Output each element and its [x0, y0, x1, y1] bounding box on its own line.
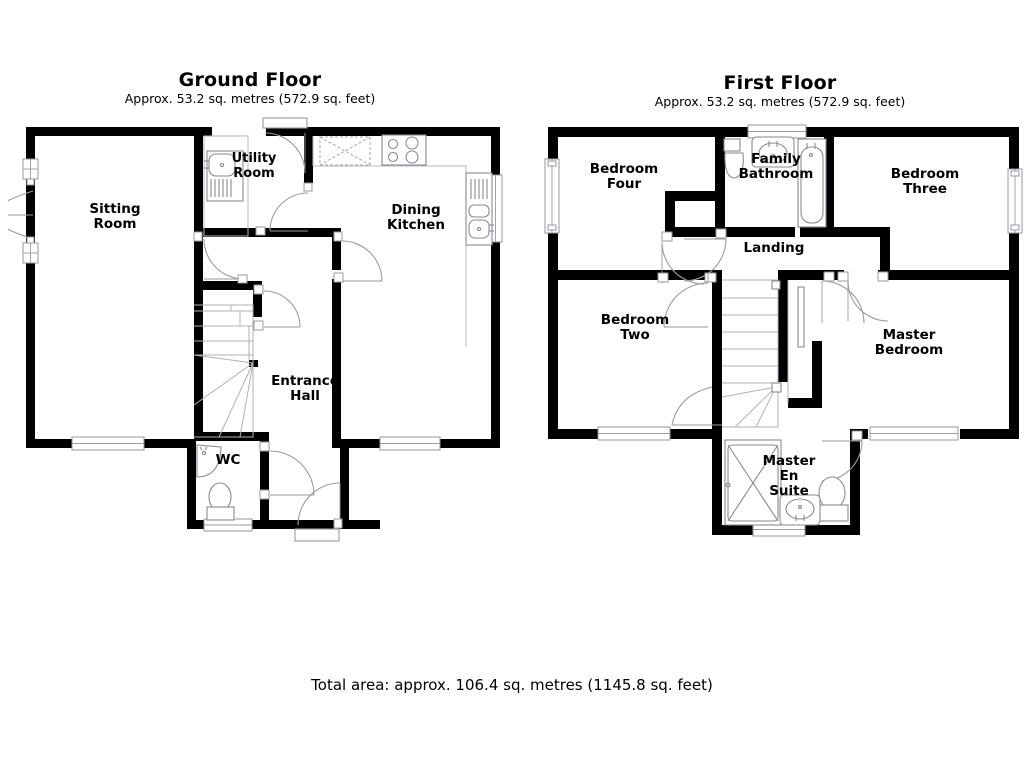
- master-cupboard: [787, 280, 805, 403]
- wall-top-sitting: [26, 127, 212, 136]
- wall-top-left: [548, 127, 748, 137]
- wall-stair-right: [778, 270, 788, 382]
- first-floor-subtitle: Approx. 53.2 sq. metres (572.9 sq. feet): [654, 94, 906, 109]
- wall-bottom-left-b: [144, 439, 196, 448]
- wc-basin: [196, 444, 222, 478]
- wall-left-up: [548, 127, 558, 159]
- wall-bottom-left-a: [26, 439, 72, 448]
- wc-toilet: [206, 482, 235, 521]
- kitchen-worktop: [312, 136, 467, 347]
- door-front-entrance: [294, 482, 343, 542]
- wall-bottom-mid-a: [348, 439, 380, 448]
- wall-bed2-stair: [712, 270, 722, 432]
- wall-left-low: [548, 233, 558, 438]
- wall-bottom-right-b: [960, 429, 1019, 439]
- window-master-bottom: [869, 426, 959, 441]
- wall-hall-kitchen-top: [255, 228, 341, 237]
- window-bathroom-top: [747, 124, 807, 139]
- door-wc: [259, 441, 315, 500]
- wall-right-lower: [491, 242, 500, 448]
- door-utility-hall: [255, 182, 313, 236]
- wall-left-lower: [26, 263, 35, 448]
- wall-utility-kitchen: [304, 136, 313, 183]
- ensuite-basin: [779, 494, 821, 526]
- bathroom-toilet: [723, 138, 744, 179]
- staircase-up: [193, 304, 254, 438]
- door-master-bedroom: [821, 271, 865, 324]
- wall-hall-kitchen-lower: [332, 279, 341, 448]
- window-bed4-left: [544, 158, 560, 234]
- wall-bath-bottom-b: [800, 227, 832, 237]
- window-kitchen-bottom: [379, 436, 441, 451]
- wall-bath-bottom-a: [715, 227, 795, 237]
- first-floor-drawing: [544, 124, 1023, 537]
- window-sitting-left-lower: [22, 236, 39, 264]
- wall-bed4-jog-left: [665, 191, 675, 235]
- door-stair-cupboard: [253, 284, 301, 331]
- wall-sitting-utility: [194, 127, 203, 235]
- ground-floor-drawing: [8, 117, 503, 542]
- window-sitting-left-upper: [22, 158, 39, 186]
- wall-ensuite-bottom-a: [712, 525, 760, 535]
- wall-ensuite-right: [850, 429, 860, 535]
- ground-floor-title: Ground Floor: [178, 69, 322, 91]
- door-bedroom-four: [657, 231, 705, 285]
- kitchen-sink: [465, 172, 494, 246]
- wall-bath-bed3: [824, 137, 834, 235]
- first-floor-title: First Floor: [723, 72, 837, 94]
- wall-top-right: [806, 127, 1019, 137]
- wall-top-kitchen: [266, 127, 500, 136]
- ground-floor-subtitle: Approx. 53.2 sq. metres (572.9 sq. feet): [124, 91, 376, 106]
- wall-hall-right-lower: [340, 439, 349, 529]
- wall-porch-bottom: [260, 520, 380, 529]
- wall-landing-bed3-top: [824, 227, 890, 237]
- wall-stair-top: [194, 281, 262, 290]
- wall-right-upper: [491, 127, 500, 175]
- bathroom-basin: [751, 136, 795, 168]
- wall-cupboard-right: [812, 341, 822, 407]
- wall-right-low: [1009, 233, 1019, 438]
- ensuite-toilet: [818, 476, 849, 522]
- wall-ensuite-bottom-b: [802, 525, 860, 535]
- wall-right-up: [1009, 127, 1019, 169]
- door-hall-sitting: [193, 231, 248, 284]
- wall-bed4-jog-bottom: [665, 227, 721, 237]
- wall-stair-right-a: [253, 281, 262, 317]
- window-bed3-right: [1007, 168, 1023, 234]
- wall-left-mid: [26, 177, 35, 243]
- wall-cupboard-bottom: [788, 398, 822, 408]
- wall-hall-kitchen-upper: [332, 228, 341, 270]
- door-hall-kitchen: [333, 231, 383, 283]
- wall-utility-bottom-a: [194, 228, 260, 237]
- wall-bed4-bath: [715, 137, 725, 235]
- door-family-bathroom: [683, 228, 727, 282]
- wall-bottom-left-a: [548, 429, 598, 439]
- wall-landing-master-a: [780, 270, 844, 280]
- wall-ensuite-left: [712, 429, 722, 534]
- wall-left-upper: [26, 127, 35, 159]
- window-sitting-bottom: [71, 436, 145, 451]
- utility-sink: [203, 135, 249, 237]
- kitchen-hob: [381, 134, 427, 166]
- door-bedroom-two: [663, 272, 717, 328]
- wall-bed4-jog-top: [665, 191, 720, 201]
- kitchen-appliance-space: [319, 136, 371, 166]
- staircase-down: [671, 279, 782, 428]
- wall-sitting-hall: [194, 228, 203, 438]
- wall-landing-bed3-v: [880, 227, 890, 277]
- wall-wc-left: [187, 439, 196, 529]
- door-bedroom-three: [837, 271, 889, 322]
- door-utility-external: [262, 117, 308, 174]
- wall-bottom-mid-b: [440, 439, 500, 448]
- bathroom-bath: [797, 138, 827, 228]
- wall-landing-master-b: [878, 270, 1012, 280]
- ensuite-shower: [724, 439, 782, 526]
- window-wc-bottom: [203, 518, 253, 532]
- window-bed2-bottom: [597, 426, 671, 441]
- wall-wc-right: [260, 439, 269, 525]
- wall-bottom-left-b: [670, 429, 715, 439]
- wall-landing-bed2: [548, 270, 710, 280]
- total-area-text: Total area: approx. 106.4 sq. metres (11…: [311, 676, 713, 694]
